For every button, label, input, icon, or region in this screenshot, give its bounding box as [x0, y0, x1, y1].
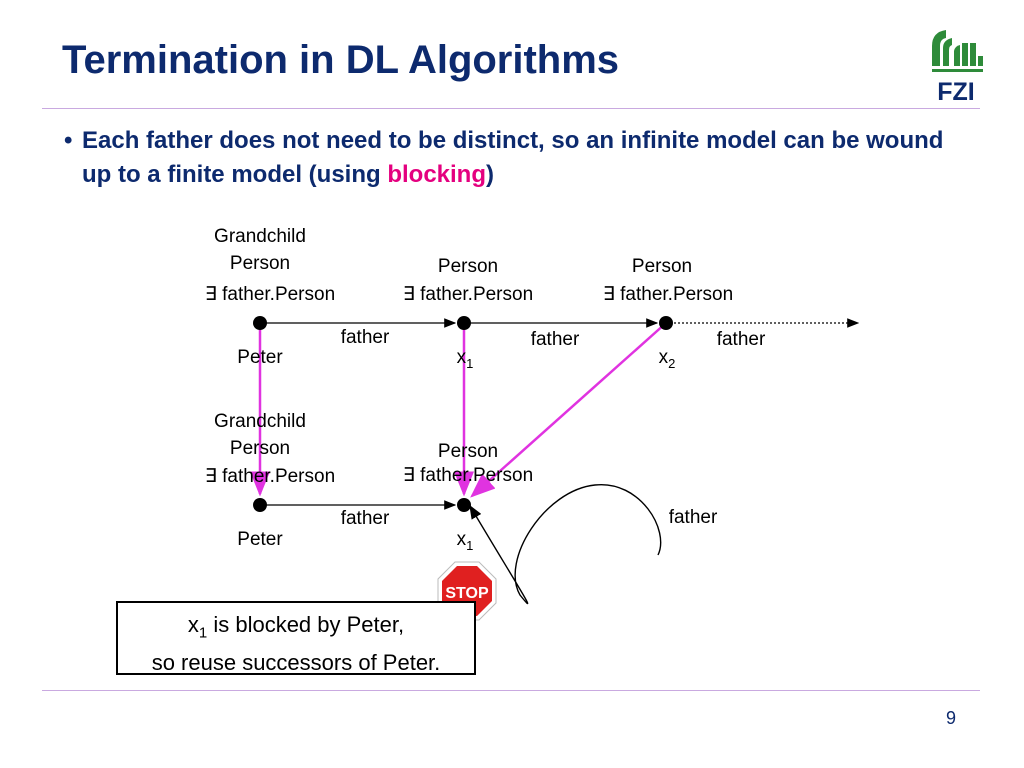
loop-label-father: father — [668, 507, 718, 528]
node-label-peter-bottom: Peter — [237, 529, 283, 550]
fzi-logo: FZI — [932, 30, 983, 106]
slide-title: Termination in DL Algorithms — [62, 38, 620, 82]
node-x2-top — [659, 316, 673, 330]
node-label-x1-top: x1 — [456, 347, 474, 371]
label-bottom-peter-exists: ∃ father.Person — [204, 466, 336, 487]
node-x1-top — [457, 316, 471, 330]
label-peter-person: Person — [229, 253, 291, 274]
label-x2-exists: ∃ father.Person — [602, 284, 734, 305]
node-label-x2-top: x2 — [658, 347, 676, 371]
node-peter-top — [253, 316, 267, 330]
footer-divider — [42, 690, 980, 691]
bullet-text: Each father does not need to be distinct… — [82, 127, 944, 188]
logo-text: FZI — [937, 78, 975, 106]
edge-label-father-3: father — [716, 329, 766, 350]
loop-edge — [469, 484, 662, 605]
node-label-peter-top: Peter — [237, 347, 283, 368]
label-bottom-peter-person: Person — [229, 438, 291, 459]
bullet-highlight: blocking — [387, 161, 486, 188]
node-peter-bottom — [253, 498, 267, 512]
edge-label-father-1: father — [340, 327, 390, 348]
label-x2-person: Person — [631, 256, 693, 277]
blocking-note: x1 is blocked by Peter, so reuse success… — [116, 601, 476, 675]
label-bottom-x1-person: Person — [437, 441, 499, 462]
edge-label-bottom-father: father — [340, 508, 390, 529]
bullet-dot: • — [64, 127, 73, 154]
edge-label-father-2: father — [530, 329, 580, 350]
bullet-point: • Each father does not need to be distin… — [64, 124, 974, 192]
node-x1-bottom — [457, 498, 471, 512]
map-x2 — [470, 322, 667, 498]
note-line-2: so reuse successors of Peter. — [151, 650, 441, 676]
label-peter-exists: ∃ father.Person — [204, 284, 336, 305]
bullet-end: ) — [486, 161, 494, 188]
label-bottom-x1-exists: ∃ father.Person — [402, 465, 534, 486]
stop-text: STOP — [445, 585, 489, 602]
label-bottom-peter-grandchild: Grandchild — [214, 411, 306, 432]
page-number: 9 — [946, 708, 957, 728]
label-x1-person: Person — [437, 256, 499, 277]
label-x1-exists: ∃ father.Person — [402, 284, 534, 305]
label-peter-grandchild: Grandchild — [214, 226, 306, 247]
title-divider — [42, 108, 980, 109]
note-line-1: x1 is blocked by Peter, — [187, 612, 405, 642]
node-label-x1-bottom: x1 — [456, 529, 474, 553]
